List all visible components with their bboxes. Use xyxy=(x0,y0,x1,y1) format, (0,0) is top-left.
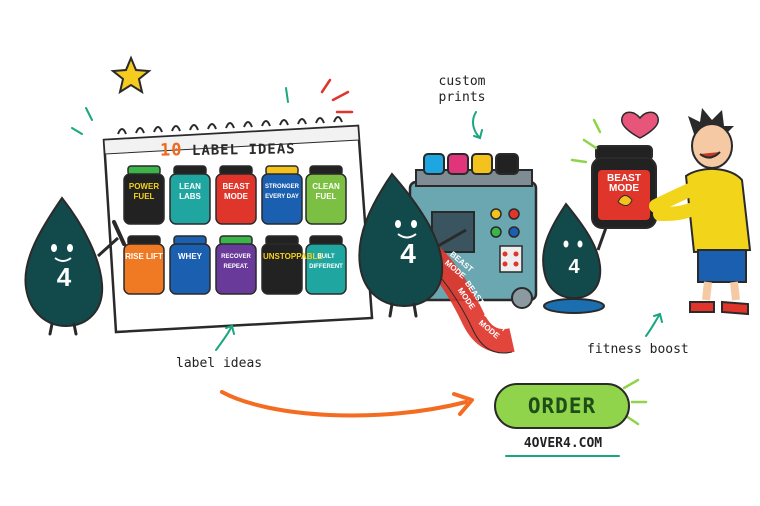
custom-prints-annotation: custom prints xyxy=(427,74,497,106)
jar-body xyxy=(215,173,257,225)
jar-body xyxy=(305,173,347,225)
custom-prints-line-1: custom xyxy=(438,74,486,89)
jar-body xyxy=(305,243,347,295)
person xyxy=(649,108,752,316)
mascot-left-number: 4 xyxy=(56,262,72,292)
custom-prints-line-2: prints xyxy=(438,90,486,105)
calendar-title-text: LABEL IDEAS xyxy=(191,141,296,160)
mascot-left xyxy=(24,196,126,336)
calendar-title: 10 LABEL IDEAS xyxy=(160,137,340,160)
calendar-rings xyxy=(117,116,343,135)
heart-icon xyxy=(621,111,659,139)
fitness-boost-annotation: fitness boost xyxy=(587,342,689,357)
mascot-middle xyxy=(358,172,467,318)
mascot-right-number: 4 xyxy=(568,256,580,278)
mascot-right xyxy=(542,145,657,314)
jar-label: UNSTOPPABLE xyxy=(263,252,323,261)
held-jar-label: BEAST MODE xyxy=(607,173,641,194)
annotation-arrows xyxy=(215,111,663,351)
sparkle-lines xyxy=(71,87,289,135)
calendar-jar xyxy=(305,235,347,295)
calendar-jar xyxy=(169,235,211,295)
calendar-title-number: 10 xyxy=(159,140,183,161)
jar-label: STRONGER EVERY DAY xyxy=(264,184,299,200)
calendar-jar xyxy=(123,235,165,295)
jar-label: BUILT DIFFERENT xyxy=(309,254,343,270)
star-icon xyxy=(110,55,152,95)
jar-body xyxy=(169,173,211,225)
jar-body xyxy=(123,173,165,225)
order-button[interactable]: ORDER xyxy=(494,383,630,429)
website-underline xyxy=(505,455,620,457)
jar-body xyxy=(261,243,303,295)
calendar-jar xyxy=(169,165,211,225)
jar-label: CLEAN FUEL xyxy=(312,182,340,201)
jar-body xyxy=(123,243,165,295)
website-link[interactable]: 4OVER4.COM xyxy=(523,436,603,451)
calendar-jar xyxy=(305,165,347,225)
calendar-jar xyxy=(123,165,165,225)
calendar-jar xyxy=(261,235,303,295)
jar-label: BEAST MODE xyxy=(222,182,250,201)
jar-body xyxy=(215,243,257,295)
jar-label: RECOVER REPEAT. xyxy=(221,254,251,270)
jar-label: RISE LIFT xyxy=(125,252,163,261)
calendar-jar xyxy=(215,235,257,295)
jar-label: POWER FUEL xyxy=(128,182,160,201)
calendar-jar xyxy=(215,165,257,225)
mascot-middle-number: 4 xyxy=(400,238,416,269)
jar-body xyxy=(261,173,303,225)
label-ideas-annotation: label ideas xyxy=(176,356,263,371)
order-arrow xyxy=(220,390,468,418)
jar-body xyxy=(169,243,211,295)
calendar xyxy=(102,116,374,334)
jar-label: WHEY xyxy=(178,252,202,261)
jar-label: LEAN LABS xyxy=(179,182,201,201)
calendar-jar xyxy=(261,165,303,225)
